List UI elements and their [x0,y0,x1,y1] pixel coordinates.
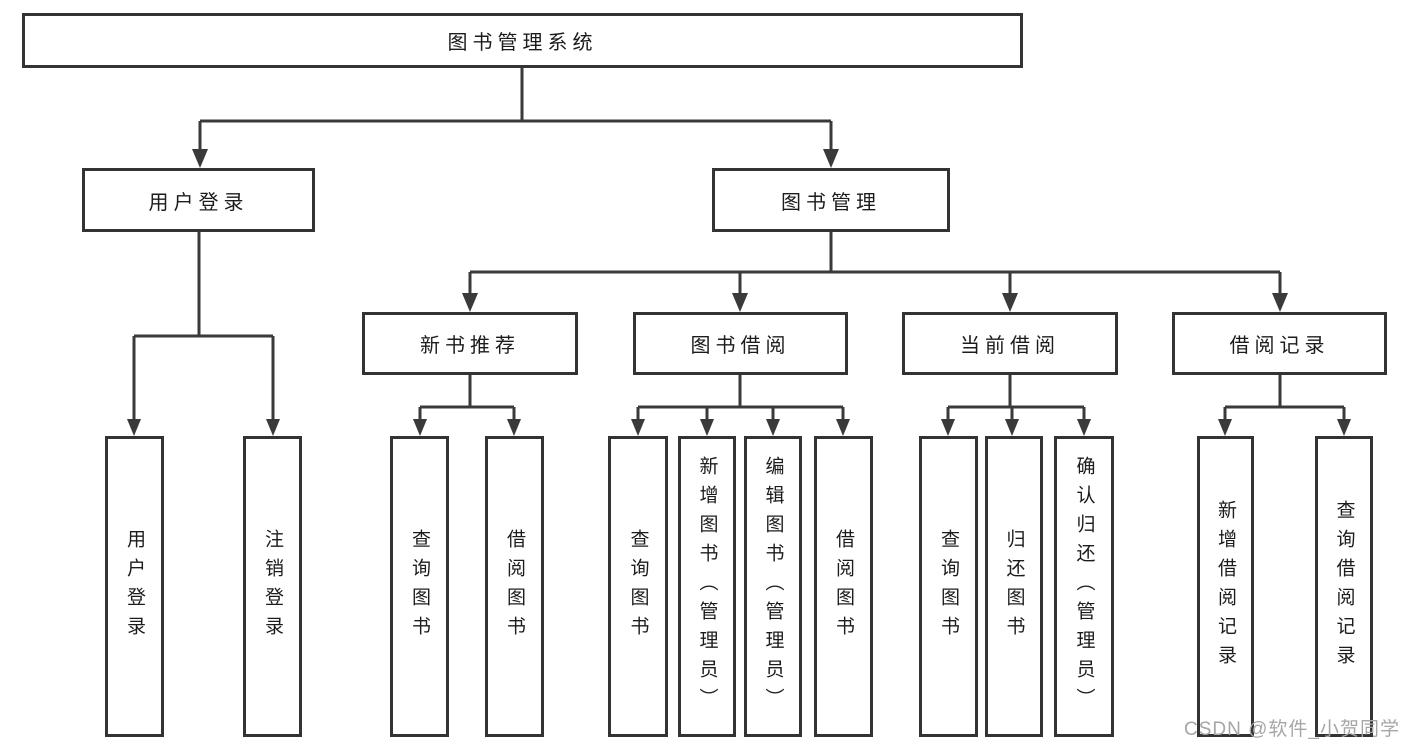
arrow-down-icon [127,419,141,436]
arrow-down-icon [1337,419,1351,436]
arrow-down-icon [1272,293,1288,312]
edge-user-login-to-leaves [127,232,280,436]
leaf-edit-books-admin: 编辑图书（管理员） [744,436,802,737]
leaf-borrow-books: 借阅图书 [814,436,873,737]
arrow-down-icon [766,419,780,436]
arrow-down-icon [1077,419,1091,436]
arrow-down-icon [1218,419,1232,436]
leaf-confirm-return-admin: 确认归还（管理员） [1054,436,1114,737]
arrow-down-icon [192,149,208,168]
node-book-management: 图书管理 [712,168,950,232]
edge-root-to-level2 [192,68,839,168]
csdn-watermark: CSDN @软件_小贺同学 [1184,719,1400,740]
arrow-down-icon [413,419,427,436]
leaf-user-login: 用户登录 [105,436,164,737]
arrow-down-icon [1002,293,1018,312]
node-new-book-recommend: 新书推荐 [362,312,578,375]
leaf-query-books-current: 查询图书 [919,436,978,737]
leaf-add-books-admin: 新增图书（管理员） [678,436,736,737]
arrow-down-icon [266,419,280,436]
node-book-borrowing: 图书借阅 [633,312,848,375]
leaf-return-books: 归还图书 [985,436,1043,737]
leaf-query-borrow-record: 查询借阅记录 [1315,436,1373,737]
leaf-query-books-recommend: 查询图书 [390,436,449,737]
edge-new-book-recommend-to-leaves [413,375,521,436]
arrow-down-icon [836,419,850,436]
edge-book-management-to-level3 [462,232,1288,312]
node-current-borrowing: 当前借阅 [902,312,1118,375]
leaf-query-books-borrowing: 查询图书 [608,436,668,737]
arrow-down-icon [462,293,478,312]
arrow-down-icon [732,293,748,312]
node-borrowing-records: 借阅记录 [1172,312,1387,375]
leaf-add-borrow-record: 新增借阅记录 [1197,436,1254,737]
node-user-login: 用户登录 [82,168,315,232]
leaf-logout: 注销登录 [243,436,302,737]
leaf-borrow-books-recommend: 借阅图书 [485,436,544,737]
arrow-down-icon [700,419,714,436]
arrow-down-icon [823,149,839,168]
edge-book-borrowing-to-leaves [631,375,850,436]
node-library-management-system: 图书管理系统 [22,13,1023,68]
edge-borrowing-records-to-leaves [1218,375,1351,436]
arrow-down-icon [941,419,955,436]
edge-current-borrowing-to-leaves [941,375,1091,436]
arrow-down-icon [1005,419,1019,436]
arrow-down-icon [507,419,521,436]
arrow-down-icon [631,419,645,436]
